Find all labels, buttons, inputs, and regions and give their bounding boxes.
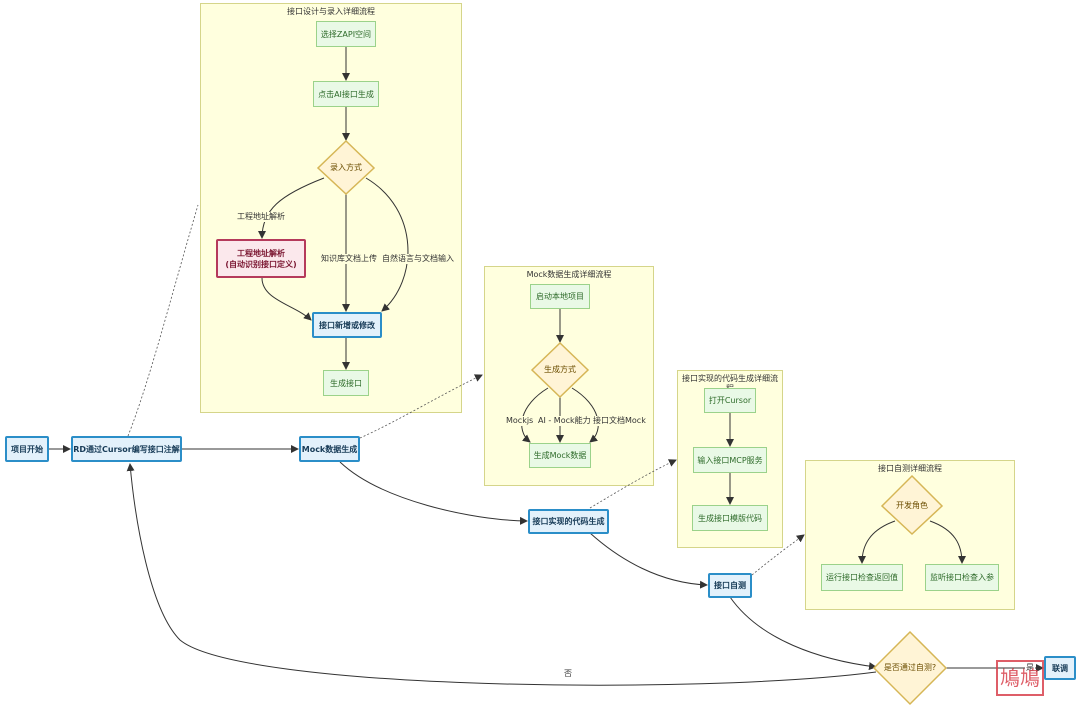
- edge-label-kb-upload: 知识库文档上传: [320, 254, 378, 264]
- node-ai-gen[interactable]: 点击AI接口生成: [313, 81, 379, 107]
- node-rd-annotate[interactable]: RD通过Cursor编写接口注解: [71, 436, 182, 462]
- edge-mock-code: [339, 461, 528, 525]
- edge-method-doc: [571, 387, 599, 443]
- node-joint-debug[interactable]: 联调: [1044, 656, 1076, 680]
- edge-label-ai-mock: AI - Mock能力: [537, 416, 592, 426]
- edge-role-run: [858, 520, 896, 564]
- edge-pass-no: [126, 463, 877, 686]
- cluster-design-title: 接口设计与录入详细流程: [287, 7, 375, 16]
- edge-method-nl: [365, 177, 409, 312]
- edge-code-test: [589, 532, 708, 589]
- edge-label-yes: 是: [1025, 663, 1035, 673]
- cluster-design: 接口设计与录入详细流程: [200, 3, 462, 413]
- node-listen-check[interactable]: 监听接口检查入参: [925, 564, 999, 591]
- node-gen-template[interactable]: 生成接口模版代码: [692, 505, 768, 531]
- edge-method-parse: [258, 177, 325, 239]
- cluster-selftest-title: 接口自测详细流程: [878, 464, 942, 473]
- edge-label-no: 否: [563, 669, 573, 679]
- watermark-stamp: 鳩鳩: [996, 660, 1044, 696]
- link-mock-cluster: [359, 374, 483, 439]
- node-mock-gen[interactable]: Mock数据生成: [299, 436, 360, 462]
- diamond-gen-method: [530, 341, 590, 399]
- edge-role-listen: [929, 520, 966, 564]
- cluster-mock-title: Mock数据生成详细流程: [526, 270, 612, 279]
- diamond-dev-role: [880, 474, 944, 536]
- label-passed: 是否通过自测?: [883, 663, 937, 672]
- edge-label-nl-input: 自然语言与文档输入: [381, 254, 455, 264]
- edge-label-doc-mock: 接口文档Mock: [592, 416, 647, 426]
- edge-label-mockjs: Mockjs: [505, 416, 535, 426]
- node-gen-interface[interactable]: 生成接口: [323, 370, 369, 396]
- edge-test-pass: [729, 596, 877, 671]
- node-gen-mock-data[interactable]: 生成Mock数据: [529, 443, 591, 468]
- edge-label-project-parse: 工程地址解析: [236, 212, 286, 222]
- label-gen-method: 生成方式: [544, 365, 576, 374]
- link-code-cluster: [589, 459, 677, 509]
- node-input-mcp[interactable]: 输入接口MCP服务: [693, 447, 767, 473]
- edge-method-mockjs: [521, 387, 549, 443]
- label-dev-role: 开发角色: [896, 501, 928, 510]
- node-start-local[interactable]: 启动本地项目: [530, 284, 590, 309]
- node-select-space[interactable]: 选择ZAPI空间: [316, 21, 376, 47]
- node-code-gen[interactable]: 接口实现的代码生成: [528, 509, 609, 534]
- edge-parse-add: [261, 277, 312, 321]
- node-run-check[interactable]: 运行接口检查返回值: [821, 564, 903, 591]
- diamond-passed: [872, 630, 948, 706]
- node-project-start[interactable]: 项目开始: [5, 436, 49, 462]
- link-rd-design: [127, 204, 199, 437]
- diamond-input-method: [316, 139, 376, 196]
- node-self-test[interactable]: 接口自测: [708, 573, 752, 598]
- node-add-modify[interactable]: 接口新增或修改: [312, 312, 382, 338]
- node-parse-project[interactable]: 工程地址解析 (自动识别接口定义): [216, 239, 306, 278]
- node-open-cursor[interactable]: 打开Cursor: [704, 388, 756, 413]
- label-input-method: 录入方式: [330, 163, 362, 172]
- link-test-cluster: [751, 534, 805, 576]
